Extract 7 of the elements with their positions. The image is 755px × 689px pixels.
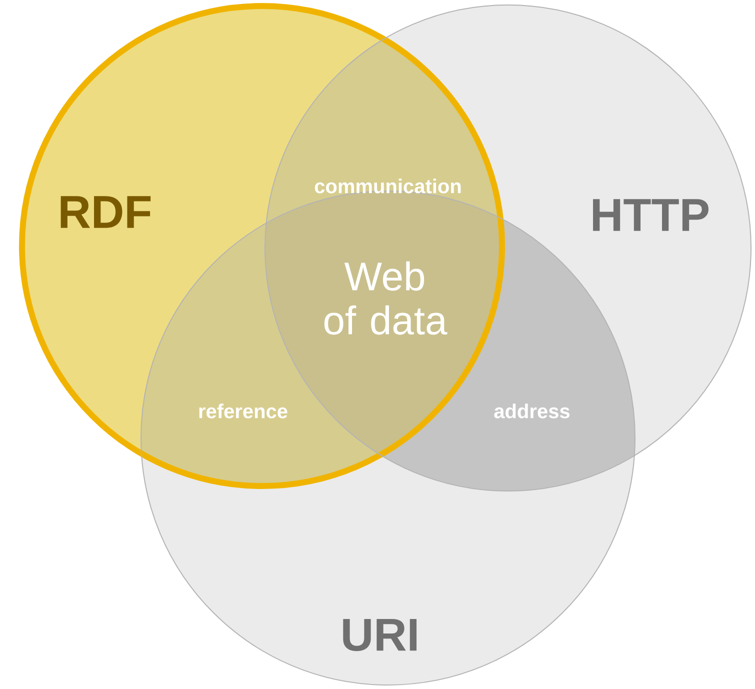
circle-label: URI [343,618,417,652]
overlap-label: reference [199,404,288,418]
overlap-label: Web of data [324,261,448,335]
circle-label: HTTP [593,199,708,231]
overlap-label: address [494,404,570,418]
circle-label: RDF [60,196,151,228]
overlap-label: communication [314,178,461,194]
